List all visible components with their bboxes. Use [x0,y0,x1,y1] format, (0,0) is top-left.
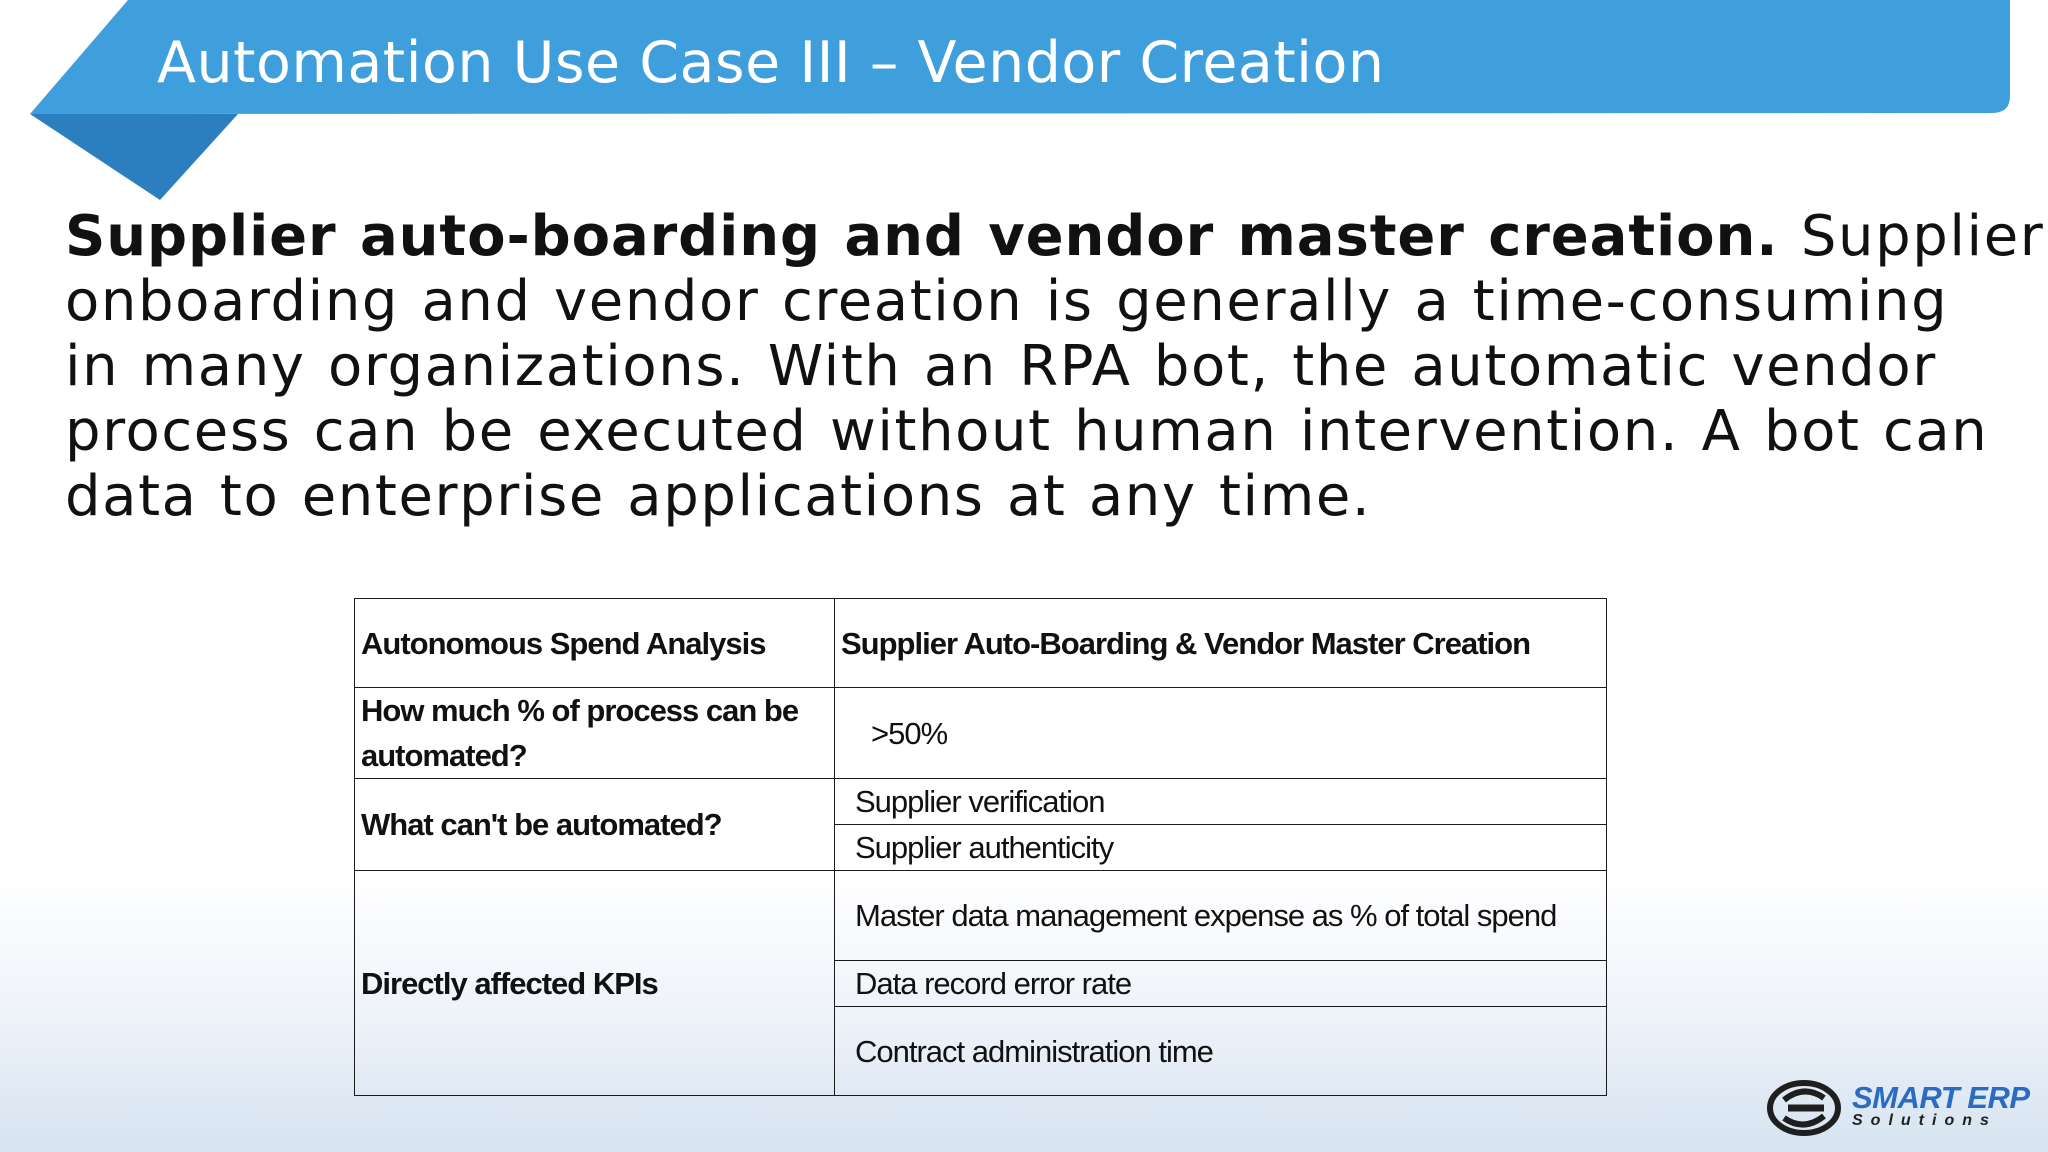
paragraph-lead: Supplier auto-boarding and vendor master… [65,204,1779,269]
paragraph-line-4: process can be executed without human in… [65,399,1989,464]
table-header-right: Supplier Auto-Boarding & Vendor Master C… [834,598,1607,688]
table-row: Directly affected KPIs Master data manag… [354,870,1607,1096]
paragraph-line-3: in many organizations. With an RPA bot, … [65,334,1937,399]
body-paragraph: Supplier auto-boarding and vendor master… [65,204,2043,529]
title-banner: Automation Use Case III – Vendor Creatio… [0,0,2048,210]
table-header-row: Autonomous Spend Analysis Supplier Auto-… [354,598,1607,688]
row-label-kpis: Directly affected KPIs [354,870,835,1096]
paragraph-line-5: data to enterprise applications at any t… [65,464,1372,529]
row-value-supplier-verification: Supplier verification [834,778,1607,825]
row-label-not-automatable: What can't be automated? [354,778,835,871]
paragraph-line-2: onboarding and vendor creation is genera… [65,269,1949,334]
paragraph-line-1-rest: Supplier [1778,204,2045,269]
logo-wordmark: SMART ERP [1852,1080,2030,1115]
row-value-supplier-authenticity: Supplier authenticity [834,824,1607,871]
paragraph-line-1: Supplier auto-boarding and vendor master… [65,204,2043,269]
row-label-automatable: How much % of process can be automated? [354,687,835,779]
logo-subtitle: Solutions [1852,1112,1997,1129]
row-value-master-data-expense: Master data management expense as % of t… [834,870,1607,961]
use-case-table: Autonomous Spend Analysis Supplier Auto-… [354,598,1607,1096]
row-value-data-record-error-rate: Data record error rate [834,960,1607,1007]
table-row: What can't be automated? Supplier verifi… [354,778,1607,871]
smart-erp-s-logo-icon [1767,1080,1841,1136]
table-row: Supplier authenticity [355,824,1607,871]
title-banner-shape [30,0,2010,200]
table-row: How much % of process can be automated? … [354,687,1607,779]
table-row: Data record error rate [355,960,1607,1007]
company-logo: SMART ERP Solutions [1766,1076,2030,1140]
slide-title: Automation Use Case III – Vendor Creatio… [157,30,1385,96]
row-value-automatable: >50% [834,687,1607,779]
table-row: Contract administration time [355,1006,1607,1096]
table-header-left: Autonomous Spend Analysis [354,598,835,688]
row-value-contract-admin-time: Contract administration time [834,1006,1607,1096]
